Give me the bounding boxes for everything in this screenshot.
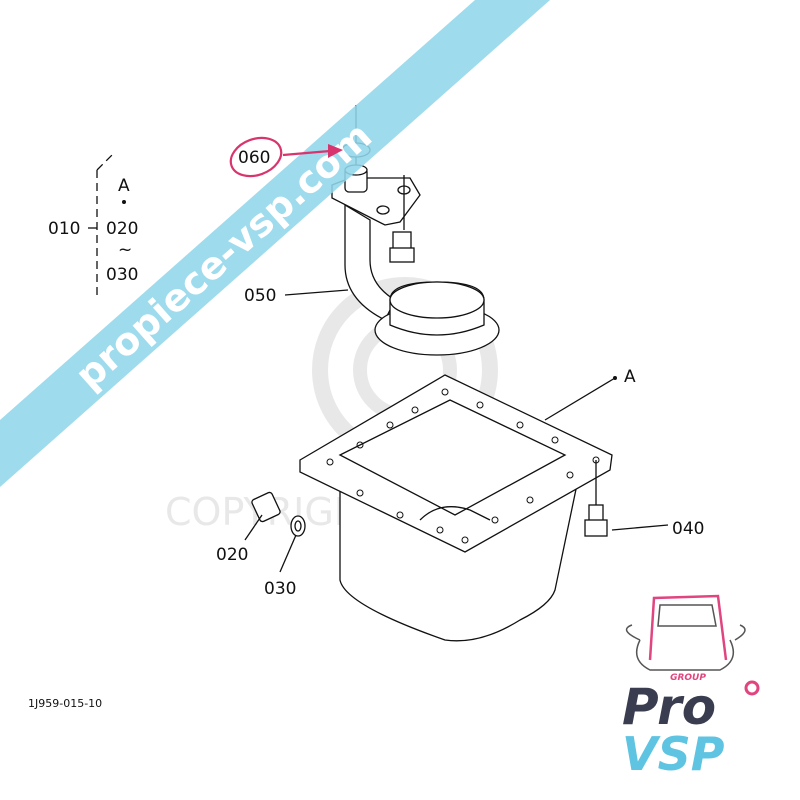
callout-ref-a: A (624, 367, 636, 387)
callout-030: 030 (264, 579, 296, 599)
callout-050: 050 (244, 286, 276, 306)
legend-from-020: 020 (106, 219, 138, 239)
provsp-logo: GROUP Pro VSP (622, 594, 760, 781)
legend-to-030: 030 (106, 265, 138, 285)
logo-vsp-text: VSP (622, 727, 725, 781)
legend-ref-a: A (118, 176, 130, 196)
drawing-number: 1J959-015-10 (28, 697, 102, 710)
part-050-strainer-pipe (331, 164, 500, 356)
banner-text: propiece-vsp.com (67, 113, 380, 397)
part-030-washer (290, 515, 306, 537)
part-040-bolt (584, 460, 608, 537)
logo-pro-text: Pro (622, 678, 716, 736)
callout-020: 020 (216, 545, 248, 565)
part-010-oil-pan (299, 374, 613, 642)
legend-range-tilde: ~ (118, 240, 132, 260)
callout-060-highlight: 060 (229, 136, 343, 178)
part-020-drain-plug (251, 491, 281, 523)
callout-040: 040 (672, 519, 704, 539)
legend-assembly-010: 010 (48, 219, 80, 239)
nut-icon (744, 680, 760, 696)
logo-group-text: GROUP (670, 673, 706, 683)
assembly-legend: A 010 020 ~ 030 (48, 151, 138, 300)
callout-060: 060 (238, 148, 270, 168)
arrow-icon (328, 144, 343, 158)
